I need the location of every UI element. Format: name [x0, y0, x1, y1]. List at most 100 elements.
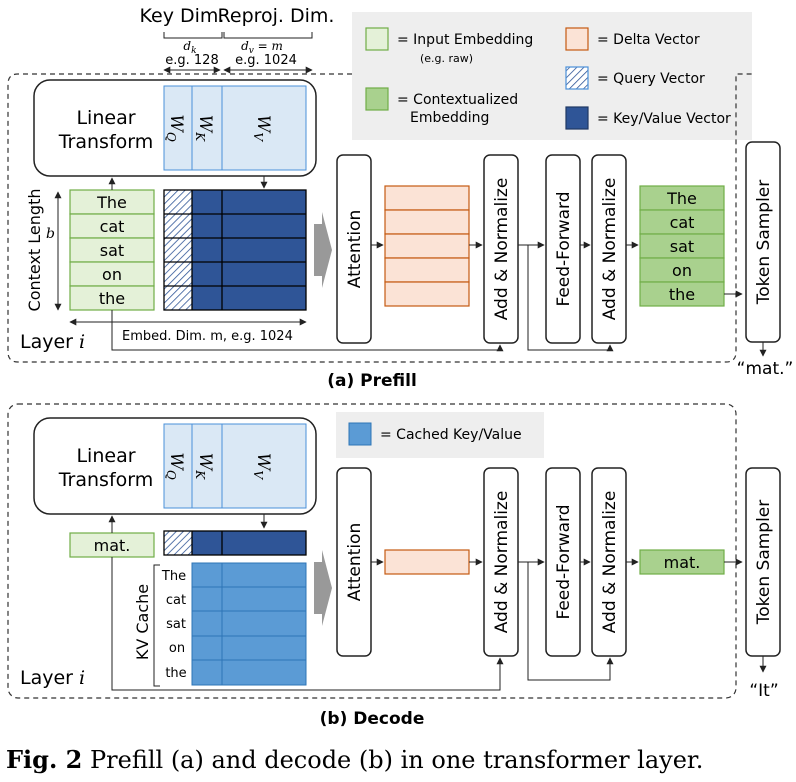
wk-label: WK — [193, 115, 215, 142]
decode-add-norm-2-label: Add & Normalize — [600, 491, 620, 634]
legend-input-swatch — [365, 27, 389, 51]
prefill-panel: Linear Transform WQ WK WV Context Length… — [7, 73, 794, 391]
cache-token-text: on — [169, 641, 185, 656]
kv-cache-matrix — [191, 562, 307, 686]
output-token-text: cat — [670, 213, 695, 232]
prefill-flow-arrow — [314, 212, 332, 288]
decode-panel: = Cached Key/Value Linear Transform WQ W… — [7, 403, 781, 729]
legend-delta-swatch — [565, 27, 589, 51]
prefill-caption: (a) Prefill — [327, 371, 417, 391]
prefill-border — [7, 73, 752, 363]
legend-kv-swatch — [565, 106, 589, 130]
decode-add-norm-1-label: Add & Normalize — [492, 491, 512, 634]
cache-token-text: sat — [166, 617, 186, 632]
dk-example: e.g. 128 — [165, 53, 218, 68]
output-token-text: sat — [670, 237, 694, 256]
legend-delta-label: = Delta Vector — [597, 32, 700, 48]
legend-background — [352, 12, 752, 140]
decode-wk-label: WK — [193, 453, 215, 480]
reproj-dim-label: Reproj. Dim. — [218, 5, 335, 27]
legend-context-swatch — [365, 87, 389, 111]
decode-wk-matrix — [191, 423, 223, 509]
prefill-add-norm-1-label: Add & Normalize — [492, 178, 512, 321]
legend-query-label: = Query Vector — [597, 71, 705, 87]
decode-input-token — [69, 532, 155, 558]
decode-wv-matrix — [221, 423, 307, 509]
decode-flow-arrow — [314, 550, 332, 626]
legend-kv-label: = Key/Value Vector — [597, 111, 731, 127]
linear-label: Linear — [76, 107, 135, 129]
decode-border — [7, 403, 737, 699]
decode-qkv-row — [163, 530, 307, 556]
prefill-add-norm-1-box — [483, 154, 519, 344]
prefill-attention-label: Attention — [345, 210, 365, 288]
token-text: the — [99, 289, 125, 308]
transform-label: Transform — [58, 131, 154, 153]
decode-wq-label: WQ — [164, 452, 186, 479]
decode-output-token — [639, 549, 725, 575]
dv-example: e.g. 1024 — [235, 53, 297, 68]
prefill-add-norm-2-box — [591, 154, 627, 344]
context-length-label: Context Length — [25, 189, 44, 312]
prefill-residual-1 — [111, 310, 504, 352]
key-dim-bracket — [163, 32, 223, 39]
key-vectors — [192, 190, 222, 310]
decode-layer-label: Layer i — [20, 667, 85, 689]
prefill-attention-box — [336, 154, 372, 344]
wq-label: WQ — [164, 114, 186, 141]
legend: = Input Embedding (e.g. raw) = Contextua… — [352, 12, 752, 140]
decode-linear-label: Linear — [76, 445, 135, 467]
prefill-output-tokens: The cat sat on the — [639, 185, 725, 307]
key-dim-label: Key Dim. — [140, 5, 225, 27]
token-text: sat — [100, 241, 124, 260]
token-cell — [69, 285, 155, 311]
token-text: The — [96, 193, 127, 212]
decode-feed-forward-label: Feed-Forward — [554, 504, 574, 619]
prefill-qkv-matrix — [163, 189, 307, 311]
wv-label: WV — [251, 115, 273, 142]
kv-cache-bracket — [153, 564, 160, 687]
token-text: cat — [100, 217, 125, 236]
legend-context-label-2: Embedding — [410, 110, 489, 126]
prefill-layer-label: Layer i — [20, 331, 85, 353]
value-vectors — [222, 190, 306, 310]
reproj-dim-bracket — [223, 32, 313, 39]
prefill-feed-forward-box — [545, 154, 581, 344]
b-symbol: b — [46, 226, 55, 242]
legend-query-swatch — [565, 66, 589, 90]
prefill-input-tokens: The cat sat on the — [69, 189, 155, 311]
wv-matrix — [221, 85, 307, 171]
decode-input-token-text: mat. — [94, 536, 131, 555]
prefill-add-norm-2-label: Add & Normalize — [600, 178, 620, 321]
decode-attention-label: Attention — [345, 523, 365, 601]
legend-cached-label: = Cached Key/Value — [380, 427, 522, 443]
prefill-delta-vectors — [384, 185, 470, 307]
decode-output-text: “It” — [749, 681, 778, 701]
legend-input-label: = Input Embedding — [397, 32, 533, 48]
decode-residual-1 — [111, 557, 504, 691]
cache-token-text: The — [161, 569, 186, 584]
cache-token-text: cat — [166, 593, 186, 608]
figure-caption: Fig. 2 Prefill (a) and decode (b) in one… — [6, 745, 703, 774]
prefill-output-text: “mat.” — [737, 359, 794, 379]
decode-transform-label: Transform — [58, 469, 154, 491]
token-text: on — [102, 265, 122, 284]
wk-matrix — [191, 85, 223, 171]
decode-caption: (b) Decode — [320, 709, 425, 729]
legend-context-label: = Contextualized — [397, 92, 518, 108]
dv-symbol: dv = m — [241, 39, 283, 56]
decode-token-sampler-label: Token Sampler — [754, 500, 774, 626]
kv-cache-label: KV Cache — [133, 584, 152, 660]
decode-residual-2 — [527, 562, 614, 681]
decode-delta-vector — [384, 549, 470, 575]
dimension-header: Key Dim. Reproj. Dim. dk dv = m e.g. 128… — [140, 5, 335, 74]
prefill-feed-forward-label: Feed-Forward — [554, 191, 574, 306]
token-cell — [69, 261, 155, 287]
output-token-text: the — [669, 285, 695, 304]
query-vectors — [163, 189, 193, 311]
legend-cached-swatch — [348, 422, 372, 446]
decode-output-token-text: mat. — [664, 553, 701, 572]
token-cell — [69, 237, 155, 263]
prefill-residual-2 — [527, 245, 614, 352]
